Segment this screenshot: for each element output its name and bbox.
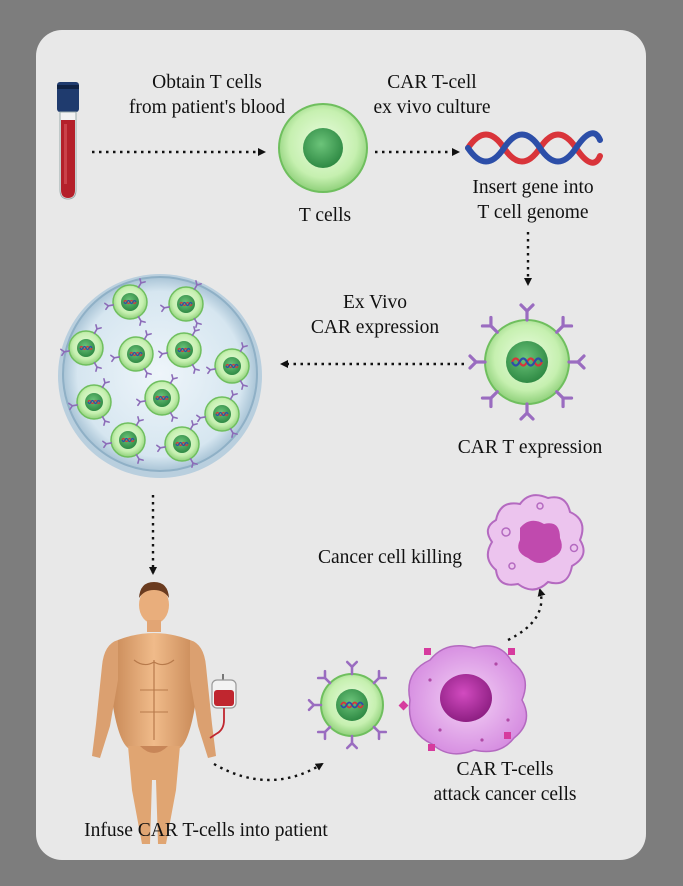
human-body-icon: [92, 582, 216, 844]
label-car-t-expression: CAR T expression: [457, 437, 603, 458]
iv-bag-icon: [209, 674, 237, 739]
label-ex-vivo-expression: Ex Vivo CAR expression: [310, 292, 440, 338]
attacking-car-t-cell-icon: [307, 660, 388, 750]
label-cancer-cell-killing: Cancer cell killing: [317, 547, 463, 568]
blood-tube-icon: [57, 82, 79, 200]
petri-dish-icon: [58, 274, 262, 478]
arrow-body-to-cart: [213, 762, 324, 782]
t-cell-icon: [278, 103, 368, 193]
cancer-cell-icon: [398, 645, 528, 755]
label-car-t-culture: CAR T-cell ex vivo culture: [373, 72, 491, 118]
label-t-cells: T cells: [298, 205, 352, 226]
dna-icon: [465, 130, 603, 166]
label-infuse-patient: Infuse CAR T-cells into patient: [84, 820, 328, 841]
label-attack-cancer-cells: CAR T-cells attack cancer cells: [433, 759, 577, 805]
dead-cancer-cell-icon: [486, 494, 585, 591]
arrow-attack-to-killing: [507, 588, 546, 642]
label-insert-gene: Insert gene into T cell genome: [472, 177, 594, 223]
label-obtain-t-cells: Obtain T cells from patient's blood: [128, 72, 286, 118]
car-t-cell-icon: [468, 303, 586, 421]
